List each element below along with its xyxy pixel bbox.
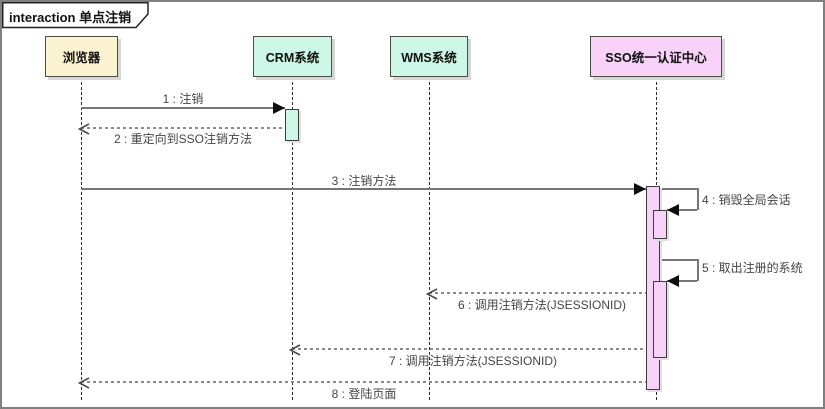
return-arrowhead-icon — [425, 287, 438, 300]
message-3-label: 3 : 注销方法 — [331, 174, 397, 188]
message-1-line — [81, 107, 285, 109]
participant-crm-label: CRM系统 — [265, 51, 320, 65]
activation-sso-nested-1 — [653, 210, 667, 239]
participant-browser: 浏览器 — [45, 36, 118, 77]
message-5-label: 5 : 取出注册的系统 — [702, 261, 803, 275]
message-5-line-out — [660, 259, 697, 261]
participant-sso-label: SSO统一认证中心 — [605, 51, 707, 65]
return-arrowhead-icon — [77, 122, 90, 135]
message-8-label: 8 : 登陆页面 — [331, 387, 397, 401]
participant-browser-label: 浏览器 — [62, 51, 101, 65]
lifeline-wms — [429, 77, 430, 400]
sync-arrowhead-icon — [667, 275, 679, 287]
activation-sso-nested-2 — [653, 281, 667, 358]
return-arrowhead-icon — [288, 343, 301, 356]
lifeline-browser — [81, 77, 82, 400]
message-1-label: 1 : 注销 — [162, 92, 204, 106]
message-3-line — [81, 188, 646, 190]
message-2-line — [81, 127, 285, 129]
message-4-line-back — [667, 209, 697, 211]
message-5-line-down — [697, 259, 699, 281]
frame-pentagon-icon — [2, 2, 149, 29]
message-4-line-out — [660, 188, 697, 190]
return-arrowhead-icon — [77, 376, 90, 389]
message-7-label: 7 : 调用注销方法(JSESSIONID) — [388, 354, 558, 368]
sync-arrowhead-icon — [273, 102, 285, 114]
activation-crm — [285, 109, 299, 141]
message-6-label: 6 : 调用注销方法(JSESSIONID) — [457, 298, 627, 312]
participant-sso: SSO统一认证中心 — [590, 36, 722, 77]
message-4-line-down — [697, 188, 699, 210]
message-5-line-back — [667, 280, 697, 282]
frame-title: interaction 单点注销 — [2, 2, 152, 29]
lifeline-crm — [292, 77, 293, 400]
participant-wms-label: WMS系统 — [401, 51, 457, 65]
frame-title-text: interaction 单点注销 — [9, 10, 132, 25]
sync-arrowhead-icon — [667, 204, 679, 216]
participant-wms: WMS系统 — [390, 36, 468, 77]
participant-crm: CRM系统 — [253, 36, 332, 77]
message-6-line — [429, 292, 646, 294]
message-7-line — [292, 348, 646, 350]
sync-arrowhead-icon — [634, 183, 646, 195]
message-8-line — [81, 381, 646, 383]
message-4-label: 4 : 销毁全局会话 — [702, 193, 791, 207]
message-2-label: 2 : 重定向到SSO注销方法 — [113, 132, 253, 146]
